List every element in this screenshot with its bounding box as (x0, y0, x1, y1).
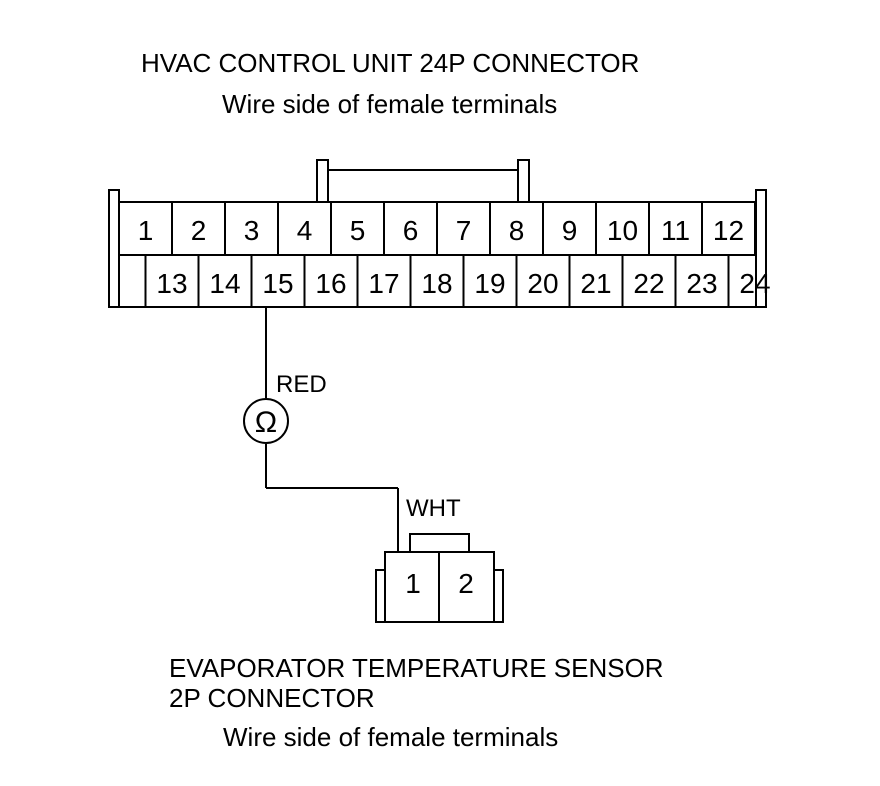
terminal-24: 24 (739, 268, 770, 299)
terminal-12: 12 (713, 215, 744, 246)
terminal-22: 22 (633, 268, 664, 299)
terminal-9: 9 (562, 215, 578, 246)
hvac-bottom-row: 13 14 15 16 17 18 19 20 21 22 23 24 (144, 255, 771, 307)
terminal-10: 10 (607, 215, 638, 246)
terminal-15: 15 (262, 268, 293, 299)
terminal-19: 19 (474, 268, 505, 299)
terminal-23: 23 (686, 268, 717, 299)
terminal-4: 4 (297, 215, 313, 246)
sensor-pin-1: 1 (405, 568, 421, 599)
ohm-symbol: Ω (255, 406, 277, 439)
hvac-connector-subtitle: Wire side of female terminals (222, 89, 557, 119)
sensor-2p-connector (375, 533, 504, 623)
terminal-11: 11 (661, 215, 690, 246)
sensor-connector-title-line2: 2P CONNECTOR (169, 683, 375, 713)
terminal-16: 16 (315, 268, 346, 299)
terminal-13: 13 (156, 268, 187, 299)
sensor-connector-title: EVAPORATOR TEMPERATURE SENSOR (169, 653, 664, 683)
terminal-8: 8 (509, 215, 525, 246)
sensor-pin-2: 2 (458, 568, 474, 599)
wire-color-wht: WHT (406, 495, 461, 522)
terminal-3: 3 (244, 215, 260, 246)
terminal-21: 21 (580, 268, 611, 299)
wire-color-red: RED (276, 371, 327, 398)
sensor-connector-subtitle: Wire side of female terminals (223, 722, 558, 752)
terminal-17: 17 (368, 268, 399, 299)
connector-lock-tab (316, 159, 530, 202)
terminal-5: 5 (350, 215, 366, 246)
terminal-18: 18 (421, 268, 452, 299)
terminal-6: 6 (403, 215, 419, 246)
ohmmeter-icon: Ω (243, 398, 289, 444)
hvac-connector-title: HVAC CONTROL UNIT 24P CONNECTOR (141, 48, 639, 78)
terminal-20: 20 (527, 268, 558, 299)
terminal-14: 14 (209, 268, 240, 299)
terminal-7: 7 (456, 215, 472, 246)
terminal-2: 2 (191, 215, 207, 246)
terminal-1: 1 (138, 215, 154, 246)
test-wire (265, 307, 399, 552)
